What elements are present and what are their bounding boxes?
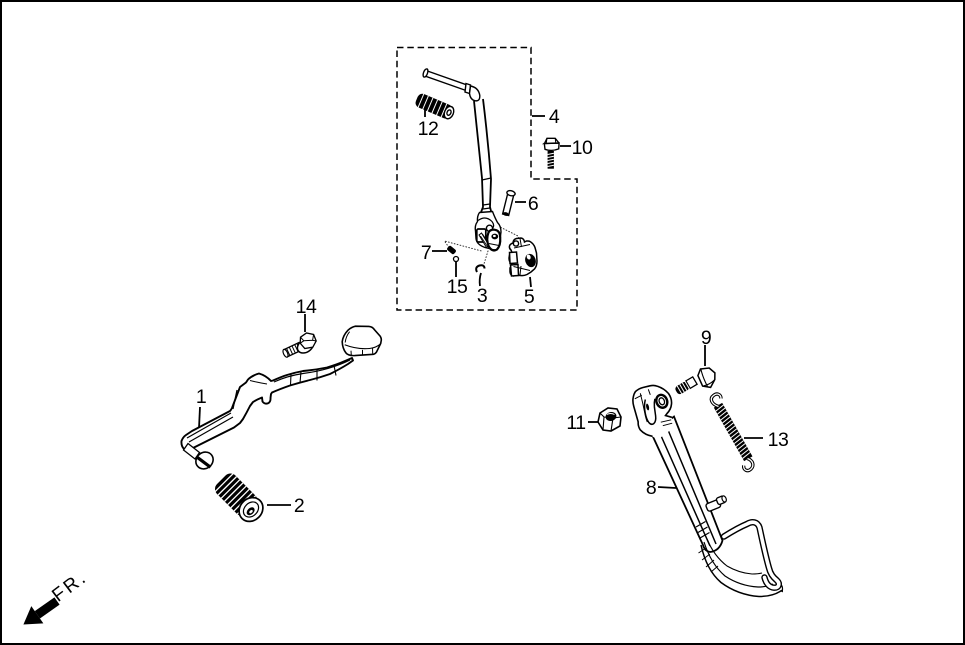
svg-text:14: 14 xyxy=(296,296,317,318)
svg-text:1: 1 xyxy=(196,386,206,408)
svg-text:3: 3 xyxy=(477,285,487,307)
svg-text:9: 9 xyxy=(701,327,711,349)
svg-text:12: 12 xyxy=(418,118,439,140)
svg-text:11: 11 xyxy=(566,412,585,434)
svg-text:13: 13 xyxy=(768,429,789,451)
svg-text:2: 2 xyxy=(294,495,304,517)
svg-text:8: 8 xyxy=(646,477,656,499)
svg-text:4: 4 xyxy=(549,106,560,128)
svg-text:6: 6 xyxy=(528,193,538,215)
svg-text:7: 7 xyxy=(421,242,431,264)
svg-text:5: 5 xyxy=(524,286,535,308)
svg-text:10: 10 xyxy=(572,137,593,159)
svg-text:15: 15 xyxy=(447,276,468,298)
